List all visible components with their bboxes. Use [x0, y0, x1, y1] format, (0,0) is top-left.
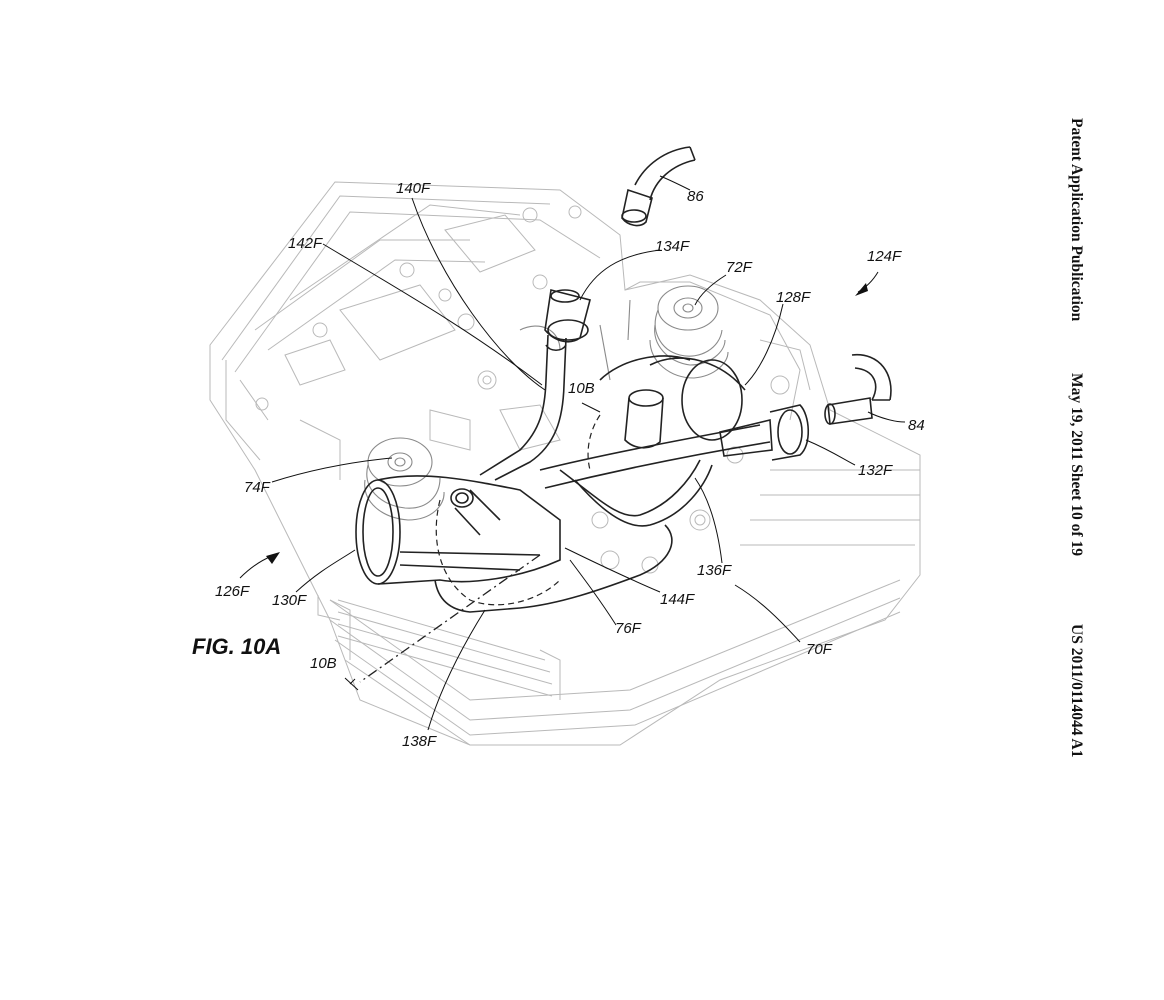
ref-124f: 124F: [867, 248, 902, 265]
ref-70f: 70F: [806, 641, 833, 658]
ref-130f: 130F: [272, 592, 307, 609]
ref-128f: 128F: [776, 289, 811, 306]
leader-lines: [271, 175, 906, 731]
hose-84: [824, 354, 892, 425]
header-date-sheet: May 19, 2011 Sheet 10 of 19: [1068, 373, 1085, 556]
ref-126f: 126F: [215, 583, 250, 600]
ref-136f: 136F: [697, 562, 732, 579]
ref-144f: 144F: [660, 591, 695, 608]
reference-labels: 86 140F 142F 134F 124F 72F 128F 10B 84 1…: [215, 180, 925, 750]
valve-springs: [364, 285, 729, 521]
cylinder-head-outline: [209, 181, 921, 746]
ref-74f: 74F: [244, 479, 271, 496]
ref-72f: 72F: [726, 259, 753, 276]
ref-86: 86: [687, 188, 704, 205]
ref-76f: 76F: [615, 620, 642, 637]
ref-10b-top: 10B: [568, 380, 595, 397]
ref-142f: 142F: [288, 235, 323, 252]
hose-86: [621, 146, 696, 227]
section-line-10b: [359, 554, 541, 683]
arrow-124f: [855, 271, 879, 296]
header-pub-number: US 2011/0114044 A1: [1068, 624, 1085, 758]
header-title: Patent Application Publication: [1068, 118, 1085, 322]
figure-label: FIG. 10A: [192, 634, 281, 659]
ref-138f: 138F: [402, 733, 437, 750]
breather-assembly: [344, 289, 810, 691]
ref-140f: 140F: [396, 180, 431, 197]
ref-84: 84: [908, 417, 925, 434]
header-text-group: Patent Application Publication May 19, 2…: [1068, 118, 1085, 758]
ref-132f: 132F: [858, 462, 893, 479]
arrow-126f: [239, 552, 280, 579]
ref-10b-bottom: 10B: [310, 655, 337, 672]
ref-134f: 134F: [655, 238, 690, 255]
